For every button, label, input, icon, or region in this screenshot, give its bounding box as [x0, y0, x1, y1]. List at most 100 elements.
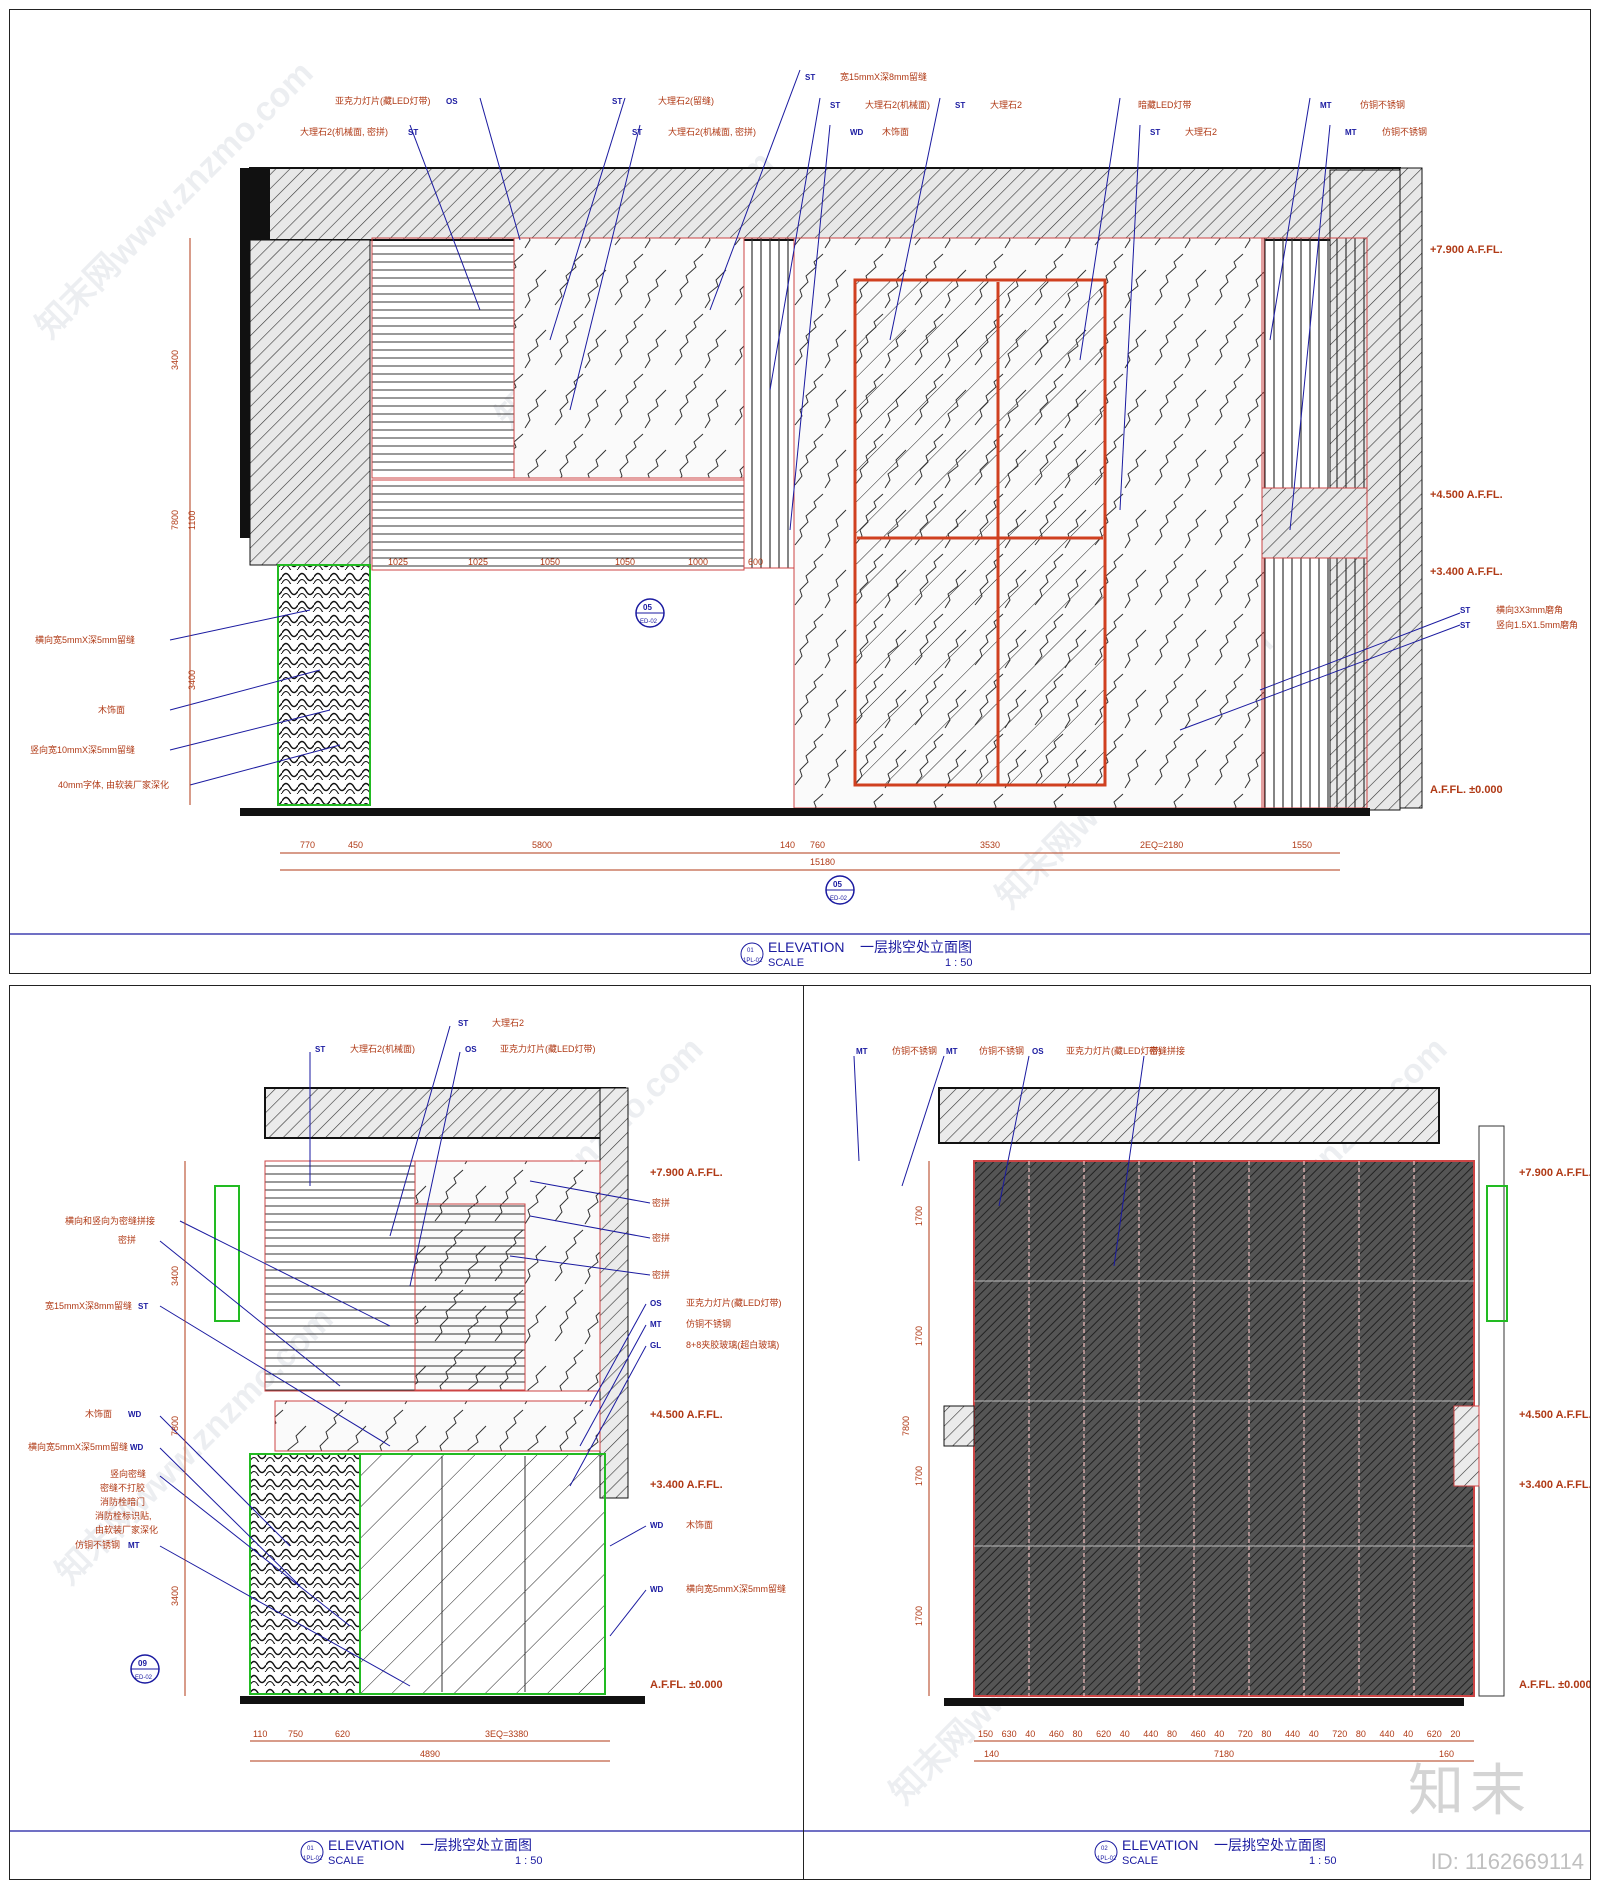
left-wall-hatch — [249, 239, 371, 566]
callouts-top: MT 仿铜不锈钢 MT 仿铜不锈钢 OS 亚克力灯片(藏LED灯带) 密缝拼接 — [856, 1045, 1185, 1056]
svg-text:密拼: 密拼 — [652, 1232, 670, 1243]
svg-text:由软装厂家深化: 由软装厂家深化 — [95, 1524, 158, 1535]
svg-text:+4.500 A.F.FL.: +4.500 A.F.FL. — [650, 1409, 723, 1421]
left-beam — [943, 1405, 975, 1447]
dimension-text: 720 — [1238, 1729, 1253, 1739]
svg-text:宽15mmX深8mm留缝: 宽15mmX深8mm留缝 — [840, 71, 927, 82]
dimension-text: 3400 — [187, 670, 197, 690]
dimension-text: 40 — [1120, 1729, 1130, 1739]
svg-text:A.F.FL. ±0.000: A.F.FL. ±0.000 — [1430, 784, 1503, 796]
svg-text:600: 600 — [748, 557, 763, 567]
dimension-text: 40 — [1025, 1729, 1035, 1739]
callout-labels-top: 亚克力灯片(藏LED灯带) OS 大理石2(机械面, 密拼) ST ST 大理石… — [300, 71, 1427, 137]
callout-right: 横向3X3mm磨角 — [1496, 604, 1563, 615]
svg-text:1025: 1025 — [468, 557, 488, 567]
dimension-text: 460 — [1191, 1729, 1206, 1739]
svg-text:WD: WD — [650, 1521, 664, 1530]
svg-text:ED-02: ED-02 — [640, 619, 658, 625]
svg-text:ST: ST — [408, 128, 418, 137]
svg-text:760: 760 — [810, 840, 825, 850]
svg-text:密拼: 密拼 — [652, 1197, 670, 1208]
svg-text:+7.900 A.F.FL.: +7.900 A.F.FL. — [650, 1167, 723, 1179]
brand-logo: 知末 — [1408, 1759, 1532, 1824]
mid-dimensions: 1025 1025 1050 1050 1000 600 — [388, 557, 763, 567]
elevation-sheet-bottom-left: 知末网www.znzmo.com 知末网www.znzmo.com ST 大理石… — [9, 985, 805, 1880]
svg-text:09: 09 — [138, 1659, 147, 1668]
svg-text:3530: 3530 — [980, 840, 1000, 850]
section-marker: 05 ED-02 — [825, 875, 855, 905]
dimension-text: 40 — [1403, 1729, 1413, 1739]
svg-text:亚克力灯片(藏LED灯带): 亚克力灯片(藏LED灯带) — [686, 1297, 782, 1308]
dark-panel-wall — [973, 1160, 1475, 1697]
callout-right-code: ST — [1460, 621, 1470, 630]
svg-text:横向宽5mmX深5mm留缝: 横向宽5mmX深5mm留缝 — [686, 1583, 786, 1594]
marble-band — [274, 1400, 601, 1452]
svg-text:4890: 4890 — [420, 1749, 440, 1759]
svg-text:SCALE: SCALE — [328, 1855, 364, 1867]
svg-text:一层挑空处立面图: 一层挑空处立面图 — [420, 1837, 532, 1853]
callouts-right: 密拼 密拼 密拼 OS 亚克力灯片(藏LED灯带) MT 仿铜不锈钢 GL 8+… — [650, 1197, 786, 1594]
callout-left: 40mm字体, 由软装厂家深化 — [58, 779, 169, 790]
svg-text:ST: ST — [632, 128, 642, 137]
svg-text:仿铜不锈钢: 仿铜不锈钢 — [892, 1045, 937, 1056]
slat-panel-right-upper — [1261, 237, 1368, 489]
svg-text:160: 160 — [1439, 1749, 1454, 1759]
svg-text:ELEVATION: ELEVATION — [1122, 1837, 1199, 1853]
dimension-text: 3400 — [170, 350, 180, 370]
bottom-dimensions: 110 750 620 3EQ=3380 4890 — [253, 1729, 528, 1759]
svg-text:MT: MT — [946, 1047, 958, 1056]
svg-text:1PL-02: 1PL-02 — [743, 958, 763, 964]
svg-text:1550: 1550 — [1292, 840, 1312, 850]
svg-text:1 : 50: 1 : 50 — [1309, 1855, 1337, 1867]
dimension-text: 80 — [1167, 1729, 1177, 1739]
svg-text:密缝不打胶: 密缝不打胶 — [100, 1482, 145, 1493]
svg-text:GL: GL — [650, 1341, 661, 1350]
wood-slat-panel — [264, 1160, 416, 1392]
svg-text:ST: ST — [612, 97, 622, 106]
dimension-text: 1700 — [914, 1466, 924, 1486]
callouts-left: 横向和竖向为密缝拼接 密拼 宽15mmX深8mm留缝 ST 木饰面 WD 横向宽… — [28, 1215, 158, 1550]
dimension-text: 20 — [1450, 1729, 1460, 1739]
side-glass — [1486, 1185, 1508, 1322]
svg-text:仿铜不锈钢: 仿铜不锈钢 — [1382, 126, 1427, 137]
dimension-text: 630 — [1002, 1729, 1017, 1739]
svg-text:WD: WD — [130, 1443, 144, 1452]
callout-lines-left — [159, 1220, 411, 1687]
marble-panel-left — [513, 237, 745, 479]
svg-text:+4.500 A.F.FL.: +4.500 A.F.FL. — [1430, 489, 1503, 501]
callout-left: 竖向宽10mmX深5mm留缝 — [30, 744, 135, 755]
wood-texture-panel — [249, 1453, 361, 1695]
glass-panel — [853, 278, 1107, 787]
svg-text:大理石2: 大理石2 — [990, 99, 1022, 110]
section-marker: 05 ED-02 — [635, 598, 665, 628]
section-marker: 09 ED-02 — [130, 1654, 160, 1684]
floor-line — [240, 1696, 645, 1704]
dimension-text: 40 — [1214, 1729, 1224, 1739]
callout-lines-right — [509, 1180, 651, 1637]
svg-text:宽15mmX深8mm留缝: 宽15mmX深8mm留缝 — [45, 1300, 132, 1311]
dimension-text: 620 — [1427, 1729, 1442, 1739]
svg-text:WD: WD — [650, 1585, 664, 1594]
slat-panel-right-mid — [1261, 487, 1368, 559]
floor-line — [944, 1698, 1464, 1706]
svg-text:木饰面: 木饰面 — [882, 126, 909, 137]
svg-text:450: 450 — [348, 840, 363, 850]
drawing-title: 02 1PL-02 ELEVATION 一层挑空处立面图 SCALE 1 : 5… — [1094, 1837, 1337, 1867]
svg-text:1000: 1000 — [688, 557, 708, 567]
right-wall — [1478, 1125, 1505, 1697]
elevation-drawing-3: 知末网www.znzmo.com 知末网www.znzmo.com MT 仿铜不… — [804, 1030, 1592, 1867]
svg-text:2EQ=2180: 2EQ=2180 — [1140, 840, 1183, 850]
svg-text:一层挑空处立面图: 一层挑空处立面图 — [1214, 1837, 1326, 1853]
right-wall — [599, 1087, 629, 1499]
svg-text:大理石2: 大理石2 — [1185, 126, 1217, 137]
svg-text:竖向密缝: 竖向密缝 — [110, 1468, 146, 1479]
svg-text:暗藏LED灯带: 暗藏LED灯带 — [1138, 99, 1192, 110]
svg-text:仿铜不锈钢: 仿铜不锈钢 — [1360, 99, 1405, 110]
svg-text:大理石2(机械面, 密拼): 大理石2(机械面, 密拼) — [300, 126, 388, 137]
right-wall — [1399, 167, 1423, 809]
svg-text:亚克力灯片(藏LED灯带): 亚克力灯片(藏LED灯带) — [335, 95, 431, 106]
wood-texture-panel — [277, 564, 371, 806]
svg-text:密拼: 密拼 — [118, 1234, 136, 1245]
svg-text:OS: OS — [1032, 1047, 1044, 1056]
svg-text:A.F.FL. ±0.000: A.F.FL. ±0.000 — [1519, 1679, 1590, 1691]
